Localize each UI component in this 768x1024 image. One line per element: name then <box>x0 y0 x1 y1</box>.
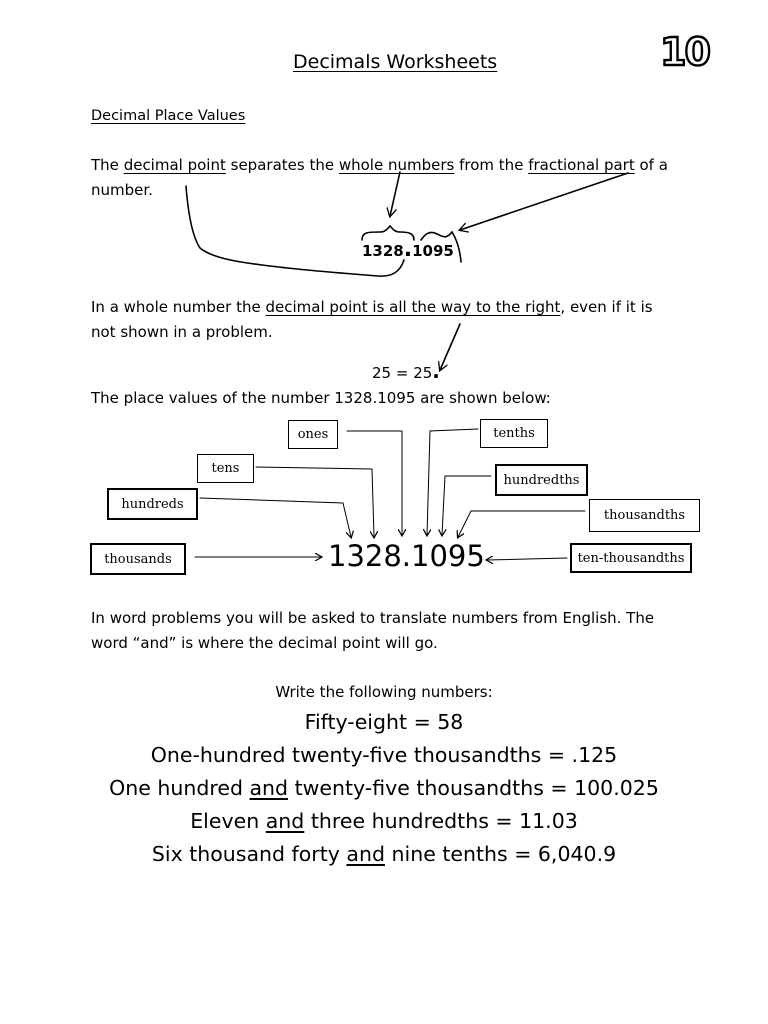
word-problems-line1: In word problems you will be asked to tr… <box>91 609 655 627</box>
arrow-whole-numbers <box>390 171 401 216</box>
example-3-text-b: twenty-five thousandths = 100.025 <box>288 776 659 800</box>
arrow-thousandths <box>458 510 586 537</box>
example-2-text: One-hundred twenty-five thousandths = .1… <box>150 743 618 767</box>
place-values-intro: The place values of the number 1328.1095… <box>91 389 551 407</box>
word-problems-line2: word “and” is where the decimal point wi… <box>91 634 438 652</box>
example-line-1: Fifty-eight = 58 <box>0 710 768 734</box>
example-line-4: Eleven and three hundredths = 11.03 <box>0 809 768 833</box>
term-decimal-point: decimal point <box>123 156 226 174</box>
whole-number-line2: not shown in a problem. <box>91 323 273 341</box>
example-number: 1328.1095 <box>362 239 454 261</box>
label-hundredths: hundredths <box>495 464 588 496</box>
section-heading-text: Decimal Place Values <box>91 108 246 124</box>
whole-number-text-1: In a whole number the <box>91 298 261 316</box>
place-value-number: 1328.1095 <box>328 539 485 573</box>
whole-example-text: 25 = 25 <box>372 364 433 382</box>
intro-word-of-a: of a <box>639 156 668 174</box>
example-5-and: and <box>346 842 385 866</box>
example-number-whole: 1328 <box>362 242 404 260</box>
arrow-fractional-part <box>460 172 629 230</box>
label-thousandths: thousandths <box>589 499 700 532</box>
section-heading: Decimal Place Values <box>91 108 245 124</box>
arrow-whole-decimal <box>440 323 461 370</box>
arrow-decimal-point <box>185 185 405 277</box>
intro-word-separates: separates the <box>230 156 335 174</box>
label-tens: tens <box>197 454 254 483</box>
whole-number-underlined: decimal point is all the way to the righ… <box>265 298 561 316</box>
intro-line2: number. <box>91 181 153 199</box>
example-4-text-a: Eleven <box>190 809 266 833</box>
example-5-text-b: nine tenths = 6,040.9 <box>385 842 617 866</box>
label-tenths: tenths <box>480 419 548 448</box>
whole-example-dot: . <box>432 359 440 383</box>
intro-paragraph: The decimal point separates the whole nu… <box>91 153 731 203</box>
example-5-text-a: Six thousand forty <box>151 842 347 866</box>
example-4-and: and <box>265 809 305 833</box>
page-title: Decimals Worksheets <box>293 51 497 73</box>
label-thousands: thousands <box>90 543 186 575</box>
term-fractional-part: fractional part <box>528 156 635 174</box>
page-number: 10 <box>659 29 712 75</box>
whole-number-text-2: , even if it is <box>560 298 653 316</box>
arrow-tens <box>255 466 374 537</box>
whole-example: 25 = 25. <box>372 359 440 383</box>
arrow-hundredths <box>442 475 492 535</box>
arrow-ten-thousandths <box>487 558 568 560</box>
intro-word-the: The <box>91 156 119 174</box>
example-number-dot: . <box>403 237 413 262</box>
example-number-fraction: 1095 <box>412 242 454 260</box>
page-title-text: Decimals Worksheets <box>293 51 498 73</box>
label-hundreds: hundreds <box>107 488 198 520</box>
intro-word-from: from the <box>459 156 524 174</box>
brace-fractional-part <box>420 230 462 263</box>
label-ones: ones <box>288 420 338 449</box>
write-heading: Write the following numbers: <box>275 683 493 701</box>
arrow-hundreds <box>199 497 351 537</box>
example-3-text-a: One hundred <box>109 776 250 800</box>
word-problems-paragraph: In word problems you will be asked to tr… <box>91 606 741 656</box>
term-whole-numbers: whole numbers <box>338 156 455 174</box>
example-line-5: Six thousand forty and nine tenths = 6,0… <box>0 842 768 866</box>
label-ten-thousandths: ten-thousandths <box>570 543 692 573</box>
example-line-3: One hundred and twenty-five thousandths … <box>0 776 768 800</box>
example-3-and: and <box>249 776 289 800</box>
example-4-text-b: three hundredths = 11.03 <box>304 809 578 833</box>
arrow-tenths <box>427 428 479 535</box>
example-1-text: Fifty-eight = 58 <box>304 710 464 734</box>
whole-number-paragraph: In a whole number the decimal point is a… <box>91 295 731 345</box>
brace-whole-numbers <box>361 224 415 241</box>
arrow-ones <box>346 430 402 535</box>
example-line-2: One-hundred twenty-five thousandths = .1… <box>0 743 768 767</box>
